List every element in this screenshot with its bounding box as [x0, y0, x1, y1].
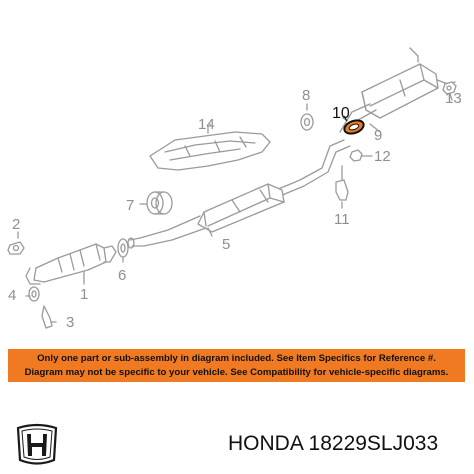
- honda-h-logo-icon: [16, 423, 58, 465]
- callout-9: 9: [374, 127, 382, 144]
- callout-8: 8: [302, 87, 310, 104]
- nut-part-2: [7, 241, 25, 255]
- notice-line-1: Only one part or sub-assembly in diagram…: [37, 353, 436, 364]
- brand-name: HONDA: [228, 432, 303, 455]
- leader-lines: [17, 93, 453, 323]
- callout-5: 5: [222, 236, 230, 253]
- exhaust-system-diagram: 1 2 3 4 5 6 7 8 9 10 11 12 13 14: [7, 47, 462, 331]
- heat-shield-part: [149, 125, 271, 171]
- callout-10: 10: [332, 105, 350, 122]
- gasket-part-6: [117, 238, 129, 258]
- hanger-rubber-part: [300, 113, 314, 131]
- stud-bolt-part: [41, 305, 53, 329]
- callout-1: 1: [80, 286, 88, 303]
- notice-line-2: Diagram may not be specific to your vehi…: [24, 366, 449, 378]
- center-muffler-pipe-part: [127, 139, 351, 249]
- callout-11: 11: [334, 211, 350, 228]
- nut-part-13: [442, 81, 457, 95]
- callout-4: 4: [8, 287, 16, 304]
- callout-7: 7: [126, 197, 134, 214]
- nut-part-12: [349, 149, 363, 162]
- gasket-part-10-highlighted: [343, 115, 365, 135]
- hanger-bracket-part: [335, 165, 349, 201]
- callout-6: 6: [118, 267, 126, 284]
- gasket-part-4: [28, 286, 40, 302]
- rubber-mount-part: [146, 191, 173, 215]
- callout-2: 2: [12, 216, 20, 233]
- disclaimer-notice: Only one part or sub-assembly in diagram…: [8, 349, 465, 382]
- callout-12: 12: [374, 148, 391, 165]
- callout-3: 3: [66, 314, 74, 331]
- footer-part-label: HONDA 18229SLJ033: [228, 432, 470, 456]
- callout-13: 13: [445, 90, 462, 107]
- callout-14: 14: [198, 116, 215, 133]
- part-number: 18229SLJ033: [308, 432, 439, 455]
- front-pipe-catalyst-part: [25, 243, 117, 285]
